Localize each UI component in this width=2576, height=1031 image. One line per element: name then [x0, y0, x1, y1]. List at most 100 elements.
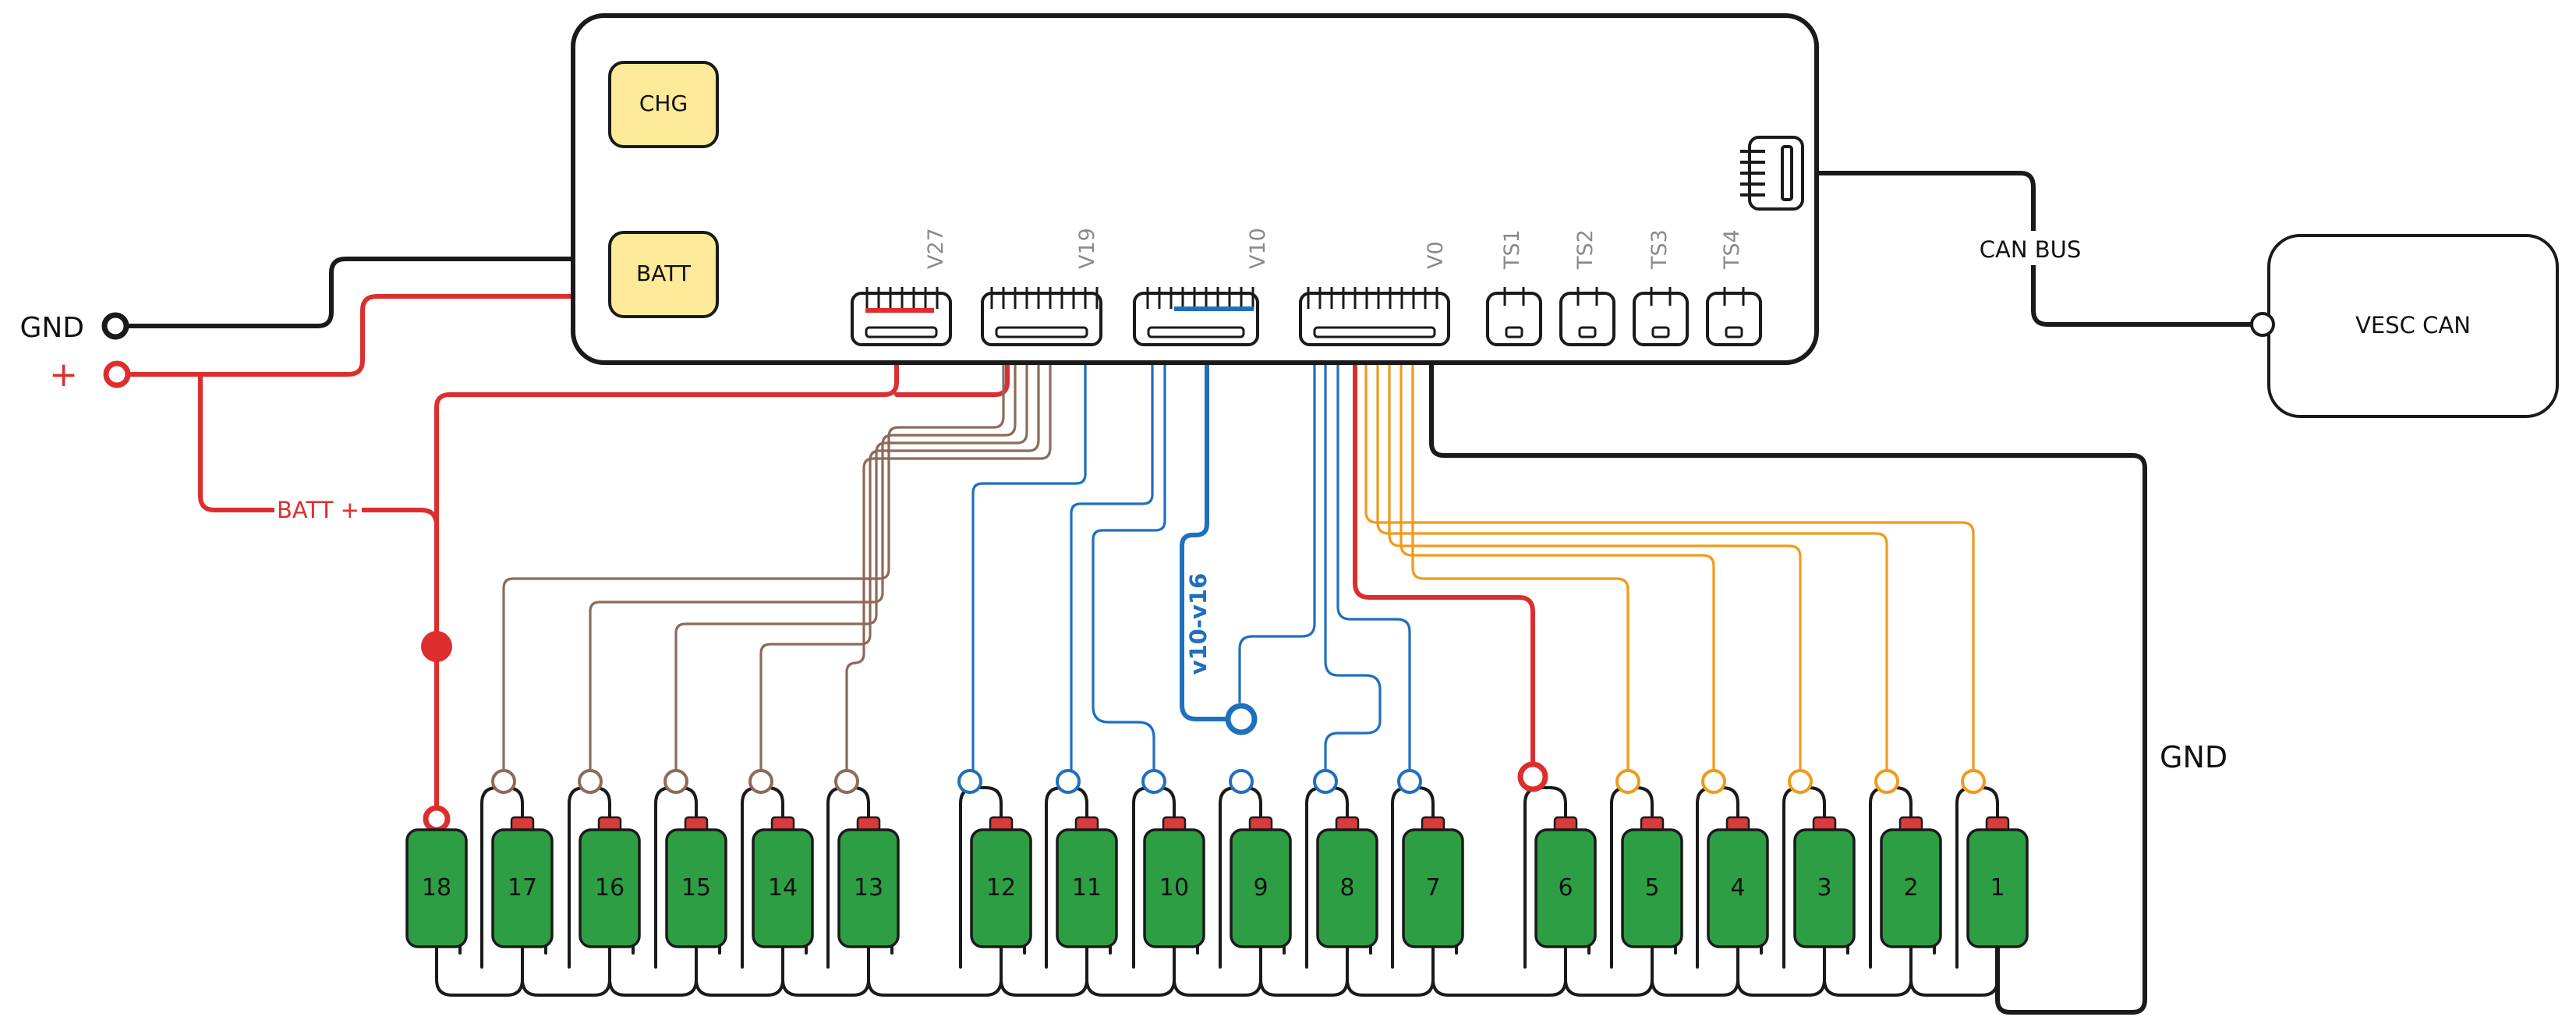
gnd-wire	[125, 257, 612, 328]
cell-link	[1431, 944, 1567, 997]
v10-v16-bus	[1180, 306, 1244, 721]
cell-top-link	[890, 786, 1003, 969]
cell-body	[970, 828, 1032, 948]
battery-cell: 7	[1402, 816, 1464, 948]
cell-body	[1143, 828, 1205, 948]
cell-link	[1564, 944, 1654, 997]
v19-label: V19	[1075, 228, 1099, 269]
battery-cell: 18	[405, 828, 468, 948]
sense-point-blue	[1313, 769, 1338, 794]
sense-point-blue	[1397, 769, 1422, 794]
ts3-connector[interactable]	[1633, 287, 1689, 346]
cell-link	[1346, 944, 1435, 997]
cell-label: 3	[1817, 874, 1831, 902]
cell-link	[435, 944, 524, 997]
plus-terminal[interactable]	[103, 360, 131, 388]
battery-cell: 10	[1143, 816, 1205, 948]
v10-v16-junction	[1225, 703, 1258, 735]
blue-sense-wire	[1238, 326, 1316, 703]
v10-label: V10	[1246, 228, 1270, 269]
vesc-can-port[interactable]	[2250, 312, 2275, 337]
cell-label: 12	[986, 874, 1016, 902]
gnd-terminal[interactable]	[101, 312, 129, 340]
blue-sense-wire	[971, 326, 1087, 772]
ts1-label: TS1	[1500, 229, 1524, 270]
cell-body	[1056, 828, 1118, 948]
battery-cell: 17	[491, 816, 554, 948]
gnd-terminal-label: GND	[19, 312, 84, 344]
can-bus-label: CAN BUS	[1980, 236, 2082, 263]
battery-cell: 5	[1621, 816, 1683, 948]
cell-link	[1173, 944, 1262, 997]
sense-point-blue	[1056, 769, 1081, 794]
battery-cell: 4	[1707, 816, 1769, 948]
v27-connector[interactable]	[851, 287, 952, 346]
v0-connector[interactable]	[1299, 287, 1450, 346]
cell-link	[608, 944, 698, 997]
v19-connector[interactable]	[981, 287, 1102, 346]
cell-link	[1909, 944, 1999, 997]
cell-body	[579, 828, 641, 948]
battery-cell: 13	[837, 816, 900, 948]
battery-cell: 16	[579, 816, 641, 948]
cell-label: 5	[1644, 874, 1659, 902]
gnd-return-wire	[1429, 341, 2147, 1015]
charge-pad-label: CHG	[639, 90, 688, 116]
cell-body	[1316, 828, 1378, 948]
cell-link	[1000, 944, 1088, 997]
brown-sense-wires	[502, 326, 1052, 772]
v10-v16-label: v10-v16	[1185, 573, 1212, 675]
charge-pad[interactable]: CHG	[608, 61, 719, 148]
can-port[interactable]	[1740, 136, 1804, 211]
blue-sense-wire	[1092, 326, 1166, 772]
sense-point-red	[1517, 761, 1548, 792]
sense-point-orange	[1701, 769, 1726, 794]
vesc-can-box[interactable]: VESC CAN	[2250, 234, 2559, 418]
cell-body	[1402, 828, 1464, 948]
blue-sense-wires	[971, 326, 1411, 772]
ts2-connector[interactable]	[1559, 287, 1615, 346]
blue-sense-wire	[1336, 326, 1411, 772]
sense-point-orange	[1874, 769, 1899, 794]
sense-point-brown	[491, 769, 516, 794]
battery-pad[interactable]: BATT	[608, 231, 719, 318]
bms-board	[571, 13, 1819, 365]
battery-cell: 2	[1880, 816, 1942, 948]
cell-label: 11	[1072, 874, 1102, 902]
blue-sense-wire	[1070, 326, 1154, 772]
ts2-label: TS2	[1573, 229, 1598, 270]
cell-top-link	[1455, 786, 1567, 969]
sense-point-red	[423, 805, 451, 833]
ts1-connector[interactable]	[1486, 287, 1542, 346]
plus-wire	[125, 294, 605, 377]
cell-link	[1736, 944, 1826, 997]
batt-plus-junction	[421, 631, 452, 662]
battery-cell: 8	[1316, 816, 1378, 948]
blue-sense-wire	[1324, 326, 1382, 772]
battery-cell: 9	[1230, 816, 1292, 948]
cell-body	[405, 828, 468, 948]
battery-cell: 12	[970, 816, 1032, 948]
ts3-label: TS3	[1647, 229, 1672, 270]
orange-sense-wire	[1388, 326, 1802, 772]
cell-label: 14	[768, 874, 798, 902]
orange-sense-wires	[1364, 326, 1975, 772]
brown-sense-wire	[502, 326, 1005, 772]
cell-label: 17	[508, 874, 537, 902]
cell-body	[1707, 828, 1769, 948]
battery-cell: 11	[1056, 816, 1118, 948]
sense-points	[423, 761, 1986, 833]
plus-terminal-label: +	[49, 355, 78, 395]
cell-body	[491, 828, 554, 948]
cell-label: 6	[1558, 874, 1573, 902]
v10-connector[interactable]	[1133, 287, 1259, 346]
cell-label: 15	[681, 874, 711, 902]
sense-point-orange	[1961, 769, 1986, 794]
cell-body	[837, 828, 900, 948]
orange-sense-wire	[1399, 326, 1715, 772]
vesc-can-label: VESC CAN	[2355, 312, 2471, 338]
cell-body	[1230, 828, 1292, 948]
ts4-connector[interactable]	[1706, 287, 1762, 346]
cell-link	[1259, 944, 1349, 997]
